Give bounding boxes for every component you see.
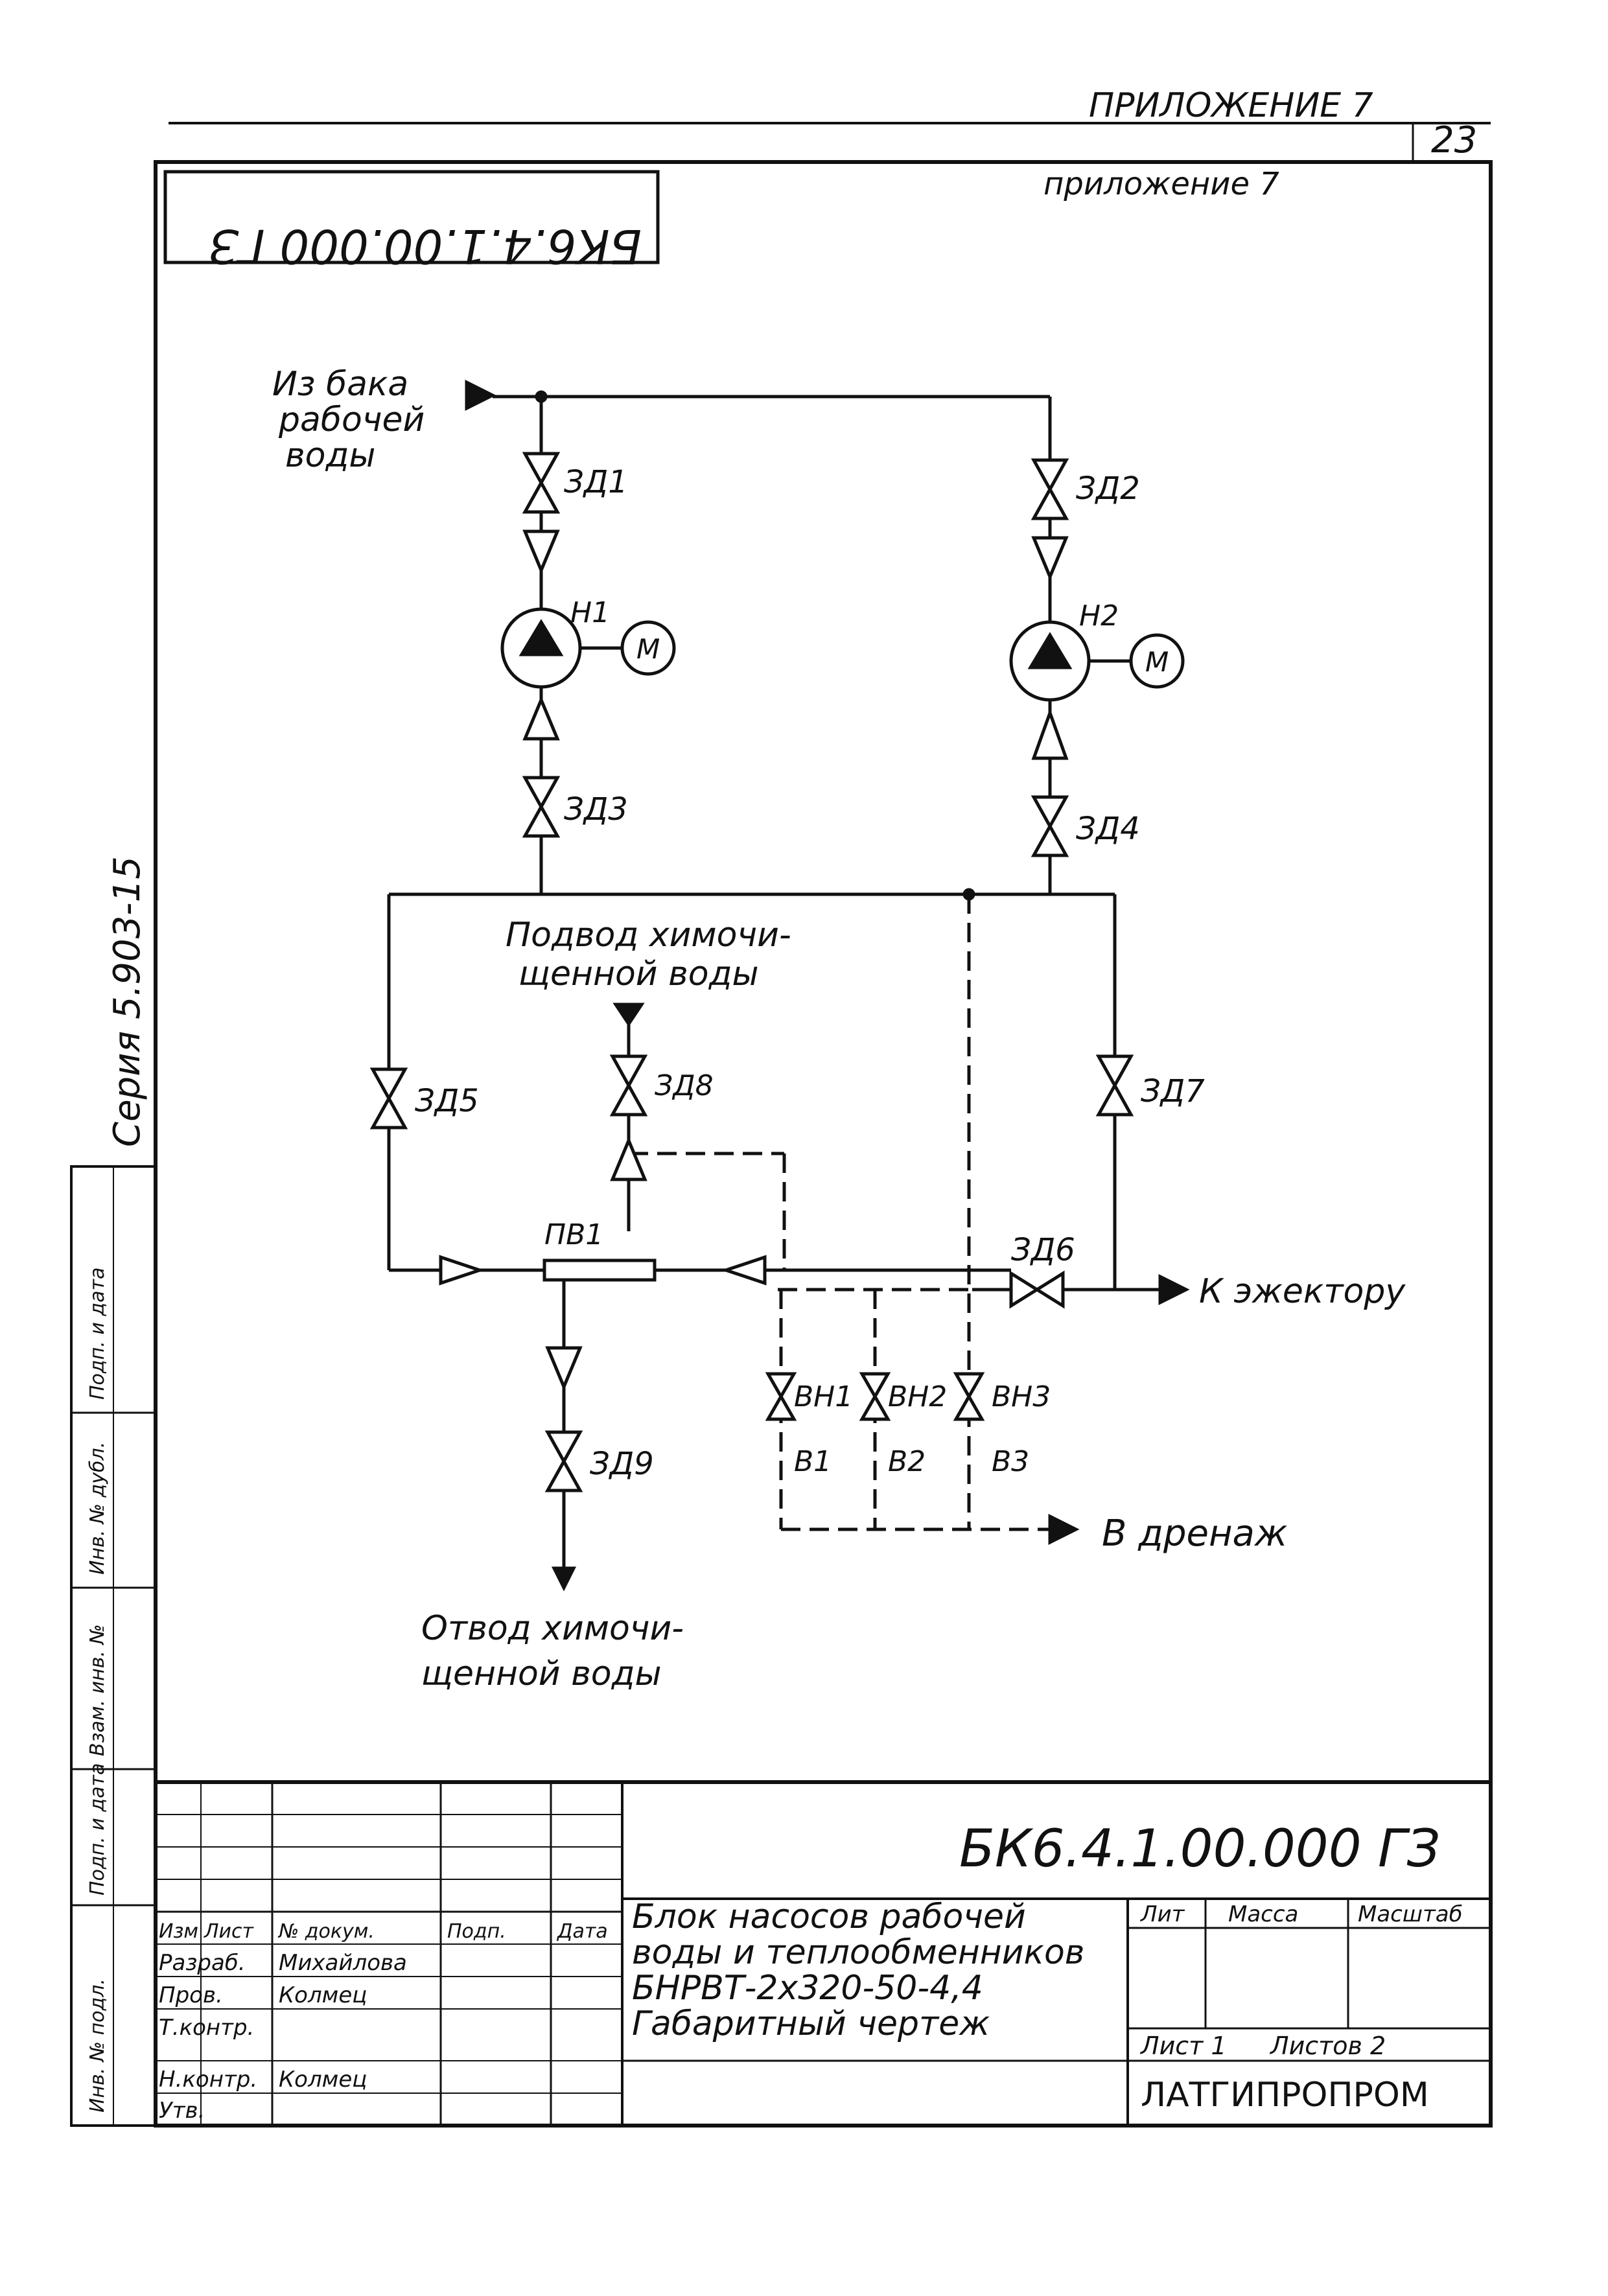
mass-label: Масса <box>1228 1901 1298 1927</box>
row-name-3: Колмец <box>279 2067 367 2093</box>
row-role-3: Н.контр. <box>159 2067 257 2093</box>
doc-code: БК6.4.1.00.000 ГЗ <box>959 1818 1440 1879</box>
chem-return-label-1: Отвод химочи- <box>421 1609 684 1648</box>
scale-label: Масштаб <box>1358 1901 1463 1927</box>
pump-n2: Н2 <box>1079 599 1119 632</box>
valve-vn1: ВН1 <box>794 1380 853 1413</box>
valve-zd3: ЗД3 <box>564 791 628 828</box>
title-line-3: БНРВТ-2х320-50-4,4 <box>632 1969 983 2008</box>
row-name-1: Колмец <box>279 1982 367 2008</box>
valve-zd4: ЗД4 <box>1076 811 1140 847</box>
mirrored-stamp-code: БК6.4.1.00.000 ГЗ <box>209 219 642 273</box>
side-strip: Подп. и дата Инв. № дубл. Взам. инв. № П… <box>70 1165 157 2127</box>
source-label-1: Из бака <box>272 365 408 404</box>
sheet-label: Лист 1 <box>1139 2032 1227 2060</box>
heat-exchanger-pv1: ПВ1 <box>544 1218 603 1251</box>
row-role-4: Утв. <box>159 2098 205 2124</box>
row-role-1: Пров. <box>159 1982 223 2008</box>
chem-supply-label-1: Подвод химочи- <box>506 916 791 955</box>
col-sign: Подп. <box>447 1920 506 1943</box>
valve-zd9: ЗД9 <box>590 1446 654 1482</box>
source-label-2: рабочей <box>278 400 425 439</box>
valve-v3: В3 <box>992 1445 1029 1478</box>
row-role-0: Разраб. <box>159 1950 246 1976</box>
drawing-frame <box>154 160 1493 2128</box>
lit-label: Лит <box>1139 1901 1185 1927</box>
ejector-label: К эжектору <box>1199 1272 1406 1311</box>
pump-n1: Н1 <box>570 596 610 629</box>
valve-zd5: ЗД5 <box>415 1083 479 1119</box>
valve-v1: В1 <box>794 1445 832 1478</box>
valve-zd8: ЗД8 <box>655 1069 714 1102</box>
side-cell-3: Подп. и дата <box>86 1763 109 1896</box>
row-name-0: Михайлова <box>279 1950 407 1976</box>
valve-v2: В2 <box>888 1445 926 1478</box>
drain-label: В дренаж <box>1102 1513 1287 1555</box>
title-line-4: Габаритный чертеж <box>632 2004 990 2043</box>
valve-zd6: ЗД6 <box>1011 1232 1075 1268</box>
col-doc: № докум. <box>277 1920 375 1943</box>
col-list: Лист <box>204 1920 255 1943</box>
side-cell-1: Инв. № дубл. <box>86 1442 109 1575</box>
title-line-2: воды и теплообменников <box>632 1933 1084 1972</box>
organization: ЛАТГИПРОПРОМ <box>1141 2076 1429 2115</box>
inlet-arrow <box>465 379 496 412</box>
appendix-header-inner: приложение 7 <box>1043 166 1279 202</box>
side-cell-0: Подп. и дата <box>86 1268 109 1400</box>
valve-vn2: ВН2 <box>888 1380 947 1413</box>
side-cell-2: Взам. инв. № <box>86 1624 109 1756</box>
col-date: Дата <box>556 1920 608 1943</box>
title-block <box>156 1780 1491 2126</box>
source-label-3: воды <box>285 436 375 475</box>
series-label: Серия 5.903-15 <box>106 856 148 1147</box>
motor-m1: М <box>636 633 660 665</box>
chem-supply-label-2: щенной воды <box>519 955 759 993</box>
motor-m2: М <box>1145 646 1169 678</box>
valve-zd7: ЗД7 <box>1141 1073 1205 1109</box>
row-role-2: Т.контр. <box>159 2015 254 2041</box>
valve-vn3: ВН3 <box>992 1380 1051 1413</box>
valve-zd1: ЗД1 <box>564 464 628 500</box>
mirrored-stamp-box <box>163 170 660 264</box>
page-number: 23 <box>1431 119 1477 161</box>
appendix-header-top: ПРИЛОЖЕНИЕ 7 <box>1089 86 1373 125</box>
piping-diagram: Из бака рабочей воды ЗД1 М Н1 ЗД3 ЗД2 <box>272 365 1406 1693</box>
sheets-label: Листов 2 <box>1269 2032 1386 2060</box>
chem-return-label-2: щенной воды <box>421 1654 662 1693</box>
valve-zd2: ЗД2 <box>1076 470 1140 507</box>
title-line-1: Блок насосов рабочей <box>632 1897 1026 1936</box>
side-cell-4: Инв. № подл. <box>86 1978 109 2113</box>
col-izm: Изм <box>159 1920 198 1943</box>
